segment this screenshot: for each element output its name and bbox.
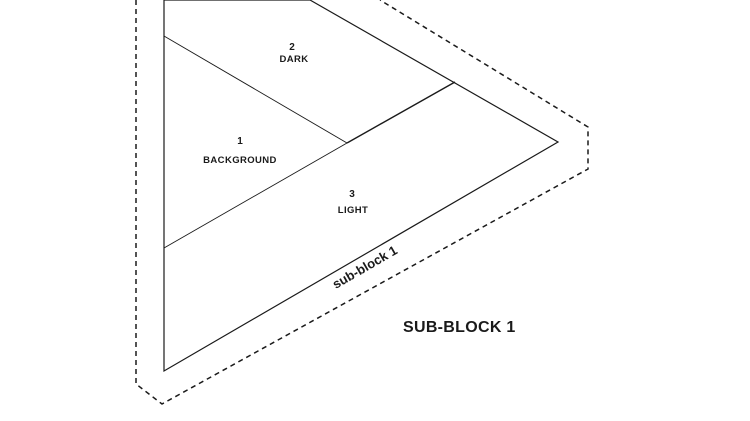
seam-line-1-3 xyxy=(163,142,348,249)
piece-1: 1 BACKGROUND xyxy=(203,136,277,166)
piece-3: 3 LIGHT xyxy=(338,189,369,216)
piece-3-number: 3 xyxy=(349,189,355,200)
seam-line-1-2 xyxy=(163,35,348,144)
piece-3-label: LIGHT xyxy=(338,205,369,216)
edge-label: sub-block 1 xyxy=(330,243,400,292)
sub-block-outline xyxy=(163,0,560,373)
piece-2-number: 2 xyxy=(289,42,295,53)
seam-line-2-3 xyxy=(346,81,456,144)
seam-allowance-outline xyxy=(135,0,589,405)
block-title: SUB-BLOCK 1 xyxy=(403,319,516,336)
piece-2: 2 DARK xyxy=(279,42,308,65)
piece-1-label: BACKGROUND xyxy=(203,155,277,166)
piece-1-number: 1 xyxy=(237,136,243,147)
piece-2-label: DARK xyxy=(279,54,308,65)
